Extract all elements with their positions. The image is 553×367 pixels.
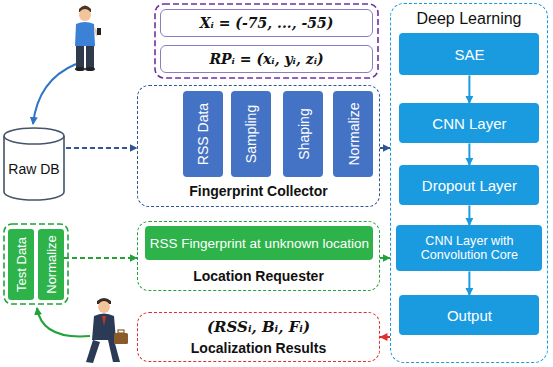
connector xyxy=(468,271,470,295)
connector xyxy=(468,143,470,165)
cylinder-top xyxy=(4,128,64,144)
node-label: CNN Layer with Convolution Core xyxy=(396,234,542,263)
group-outline xyxy=(4,224,68,304)
process-box: Sampling xyxy=(231,91,271,177)
process-box: Output xyxy=(399,295,539,335)
cylinder-body xyxy=(4,136,64,200)
node-label: Shaping xyxy=(295,109,311,160)
businessman-icon xyxy=(86,298,128,363)
flow-curve xyxy=(33,64,76,124)
connector xyxy=(64,257,137,259)
vector-box: Xᵢ = (-75, ..., -55) xyxy=(160,9,373,37)
group-label: Deep Learning xyxy=(391,10,547,28)
module-group: Fingerprint Collector RSS Data Sampling Sha… xyxy=(137,85,380,207)
process-box: RSS Fingerprint at unknown location xyxy=(145,226,373,260)
process-box: RSS Data xyxy=(183,91,223,177)
flow-curve xyxy=(37,308,90,336)
node-label: CNN Layer xyxy=(432,115,506,132)
connector xyxy=(380,257,390,259)
group-label: (RSSᵢ, Bᵢ, Fᵢ) xyxy=(138,318,379,336)
module-group: Location Requester RSS Fingerprint at unk… xyxy=(137,221,380,291)
process-box: Dropout Layer xyxy=(399,165,539,205)
group-label: Location Requester xyxy=(138,268,379,284)
node-label: RSS Fingerprint at unknown location xyxy=(150,236,369,251)
connector xyxy=(468,75,470,103)
process-box: Test Data xyxy=(8,229,34,300)
module-group: (RSSᵢ, Bᵢ, Fᵢ) Localization Results xyxy=(137,312,380,362)
node-label: Normalize xyxy=(345,103,361,166)
group-label: Localization Results xyxy=(138,340,379,356)
node-label: RSS Data xyxy=(195,103,211,165)
process-box: CNN Layer xyxy=(399,103,539,143)
connector xyxy=(66,147,137,149)
node-label: RPᵢ = (xᵢ, yᵢ, zᵢ) xyxy=(209,51,323,67)
process-box: Shaping xyxy=(283,91,323,177)
connector xyxy=(380,336,390,338)
vector-box: RPᵢ = (xᵢ, yᵢ, zᵢ) xyxy=(160,45,373,73)
connector xyxy=(380,147,390,149)
process-box: Normalize xyxy=(38,229,64,300)
connector xyxy=(468,205,470,225)
database-cylinder: Raw DB xyxy=(2,126,66,202)
person-icon xyxy=(75,6,101,72)
node-label: Test Data xyxy=(14,237,29,292)
node-label: Sampling xyxy=(243,105,259,163)
process-box: SAE xyxy=(399,33,539,75)
group-label: Fingerprint Collector xyxy=(138,183,379,199)
group-outline xyxy=(155,4,378,78)
module-group: Deep LearningSAE CNN LayerDropout LayerCN… xyxy=(390,3,548,363)
process-box: CNN Layer with Convolution Core xyxy=(396,225,542,271)
node-label: SAE xyxy=(454,46,484,63)
node-label: Normalize xyxy=(44,235,59,294)
node-label: Output xyxy=(447,307,492,324)
node-label: Xᵢ = (-75, ..., -55) xyxy=(200,15,334,31)
node-label: Raw DB xyxy=(8,151,59,177)
node-label: Dropout Layer xyxy=(422,177,517,194)
process-box: Normalize xyxy=(333,91,373,177)
